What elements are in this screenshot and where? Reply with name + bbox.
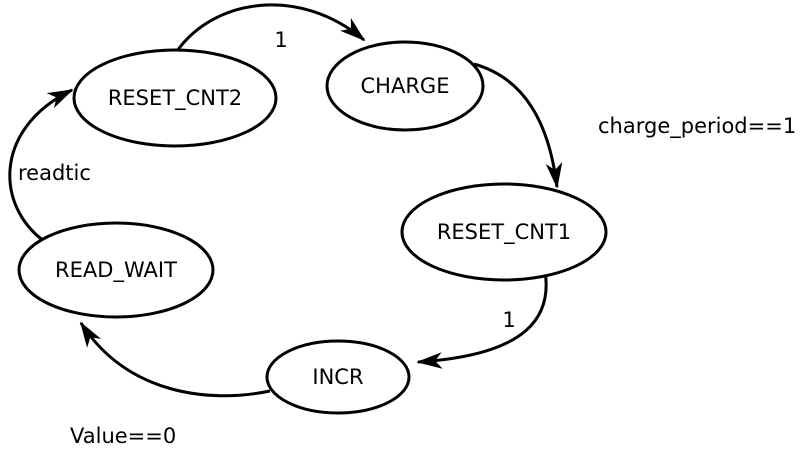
transition-label-reset_cnt2-to-charge: 1 bbox=[274, 28, 287, 52]
transition-reset_cnt2-to-charge bbox=[175, 3, 366, 52]
state-ellipse-charge bbox=[325, 40, 485, 132]
state-ellipse-reset_cnt2 bbox=[72, 48, 278, 148]
state-label-reset_cnt1: RESET_CNT1 bbox=[437, 220, 571, 245]
transition-label-reset_cnt1-to-incr: 1 bbox=[502, 308, 515, 332]
state-ellipse-read_wait bbox=[17, 221, 215, 319]
transition-reset_cnt1-to-incr bbox=[416, 270, 548, 369]
transition-charge-to-reset_cnt1 bbox=[473, 62, 563, 189]
transition-label-read_wait-to-reset_cnt2: readtic bbox=[18, 161, 91, 185]
state-ellipse-incr bbox=[265, 339, 411, 415]
transition-read_wait-to-reset_cnt2 bbox=[8, 88, 74, 247]
transition-label-charge-to-reset_cnt1: charge_period==1 bbox=[598, 114, 796, 139]
transition-incr-to-read_wait bbox=[79, 321, 271, 398]
state-ellipse-reset_cnt1 bbox=[400, 182, 608, 282]
state-label-incr: INCR bbox=[312, 365, 363, 389]
state-label-charge: CHARGE bbox=[361, 74, 450, 98]
transition-label-incr-to-read_wait: Value==0 bbox=[70, 424, 176, 448]
state-label-reset_cnt2: RESET_CNT2 bbox=[108, 86, 242, 111]
state-label-read_wait: READ_WAIT bbox=[55, 258, 177, 283]
